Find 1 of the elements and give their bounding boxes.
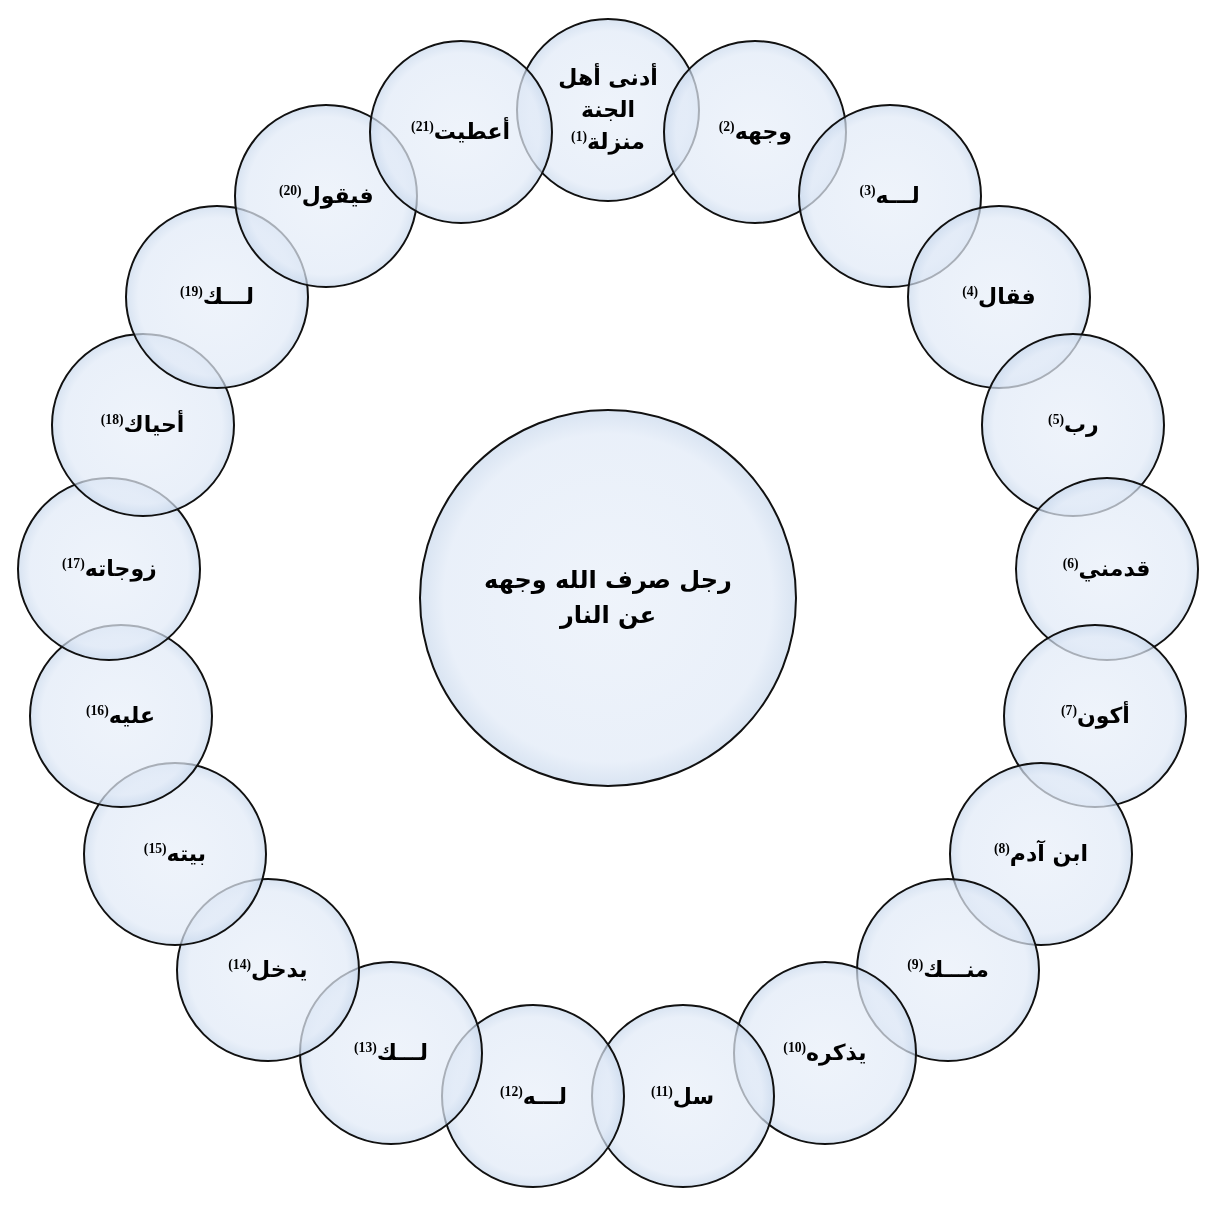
bubble-label: رجل صرف الله وجهه عن النار — [483, 565, 733, 631]
